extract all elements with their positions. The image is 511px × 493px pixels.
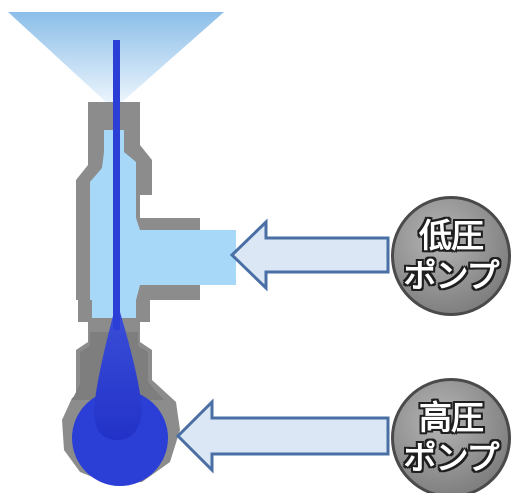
- high-pressure-pump-label-line1: 高圧: [419, 398, 484, 437]
- jet-stream: [113, 40, 120, 330]
- low-pressure-arrow: [229, 218, 390, 292]
- low-pressure-pump-badge: 低圧 ポンプ: [391, 196, 511, 316]
- jet-teardrop: [94, 312, 142, 440]
- low-pressure-pump-label-line2: ポンプ: [403, 256, 499, 295]
- high-pressure-arrow: [175, 398, 390, 474]
- low-pressure-pump-label-line1: 低圧: [419, 216, 484, 255]
- high-pressure-pump-label-line2: ポンプ: [403, 438, 499, 477]
- low-pressure-inlet: [140, 230, 236, 285]
- high-pressure-pump-badge: 高圧 ポンプ: [391, 378, 511, 493]
